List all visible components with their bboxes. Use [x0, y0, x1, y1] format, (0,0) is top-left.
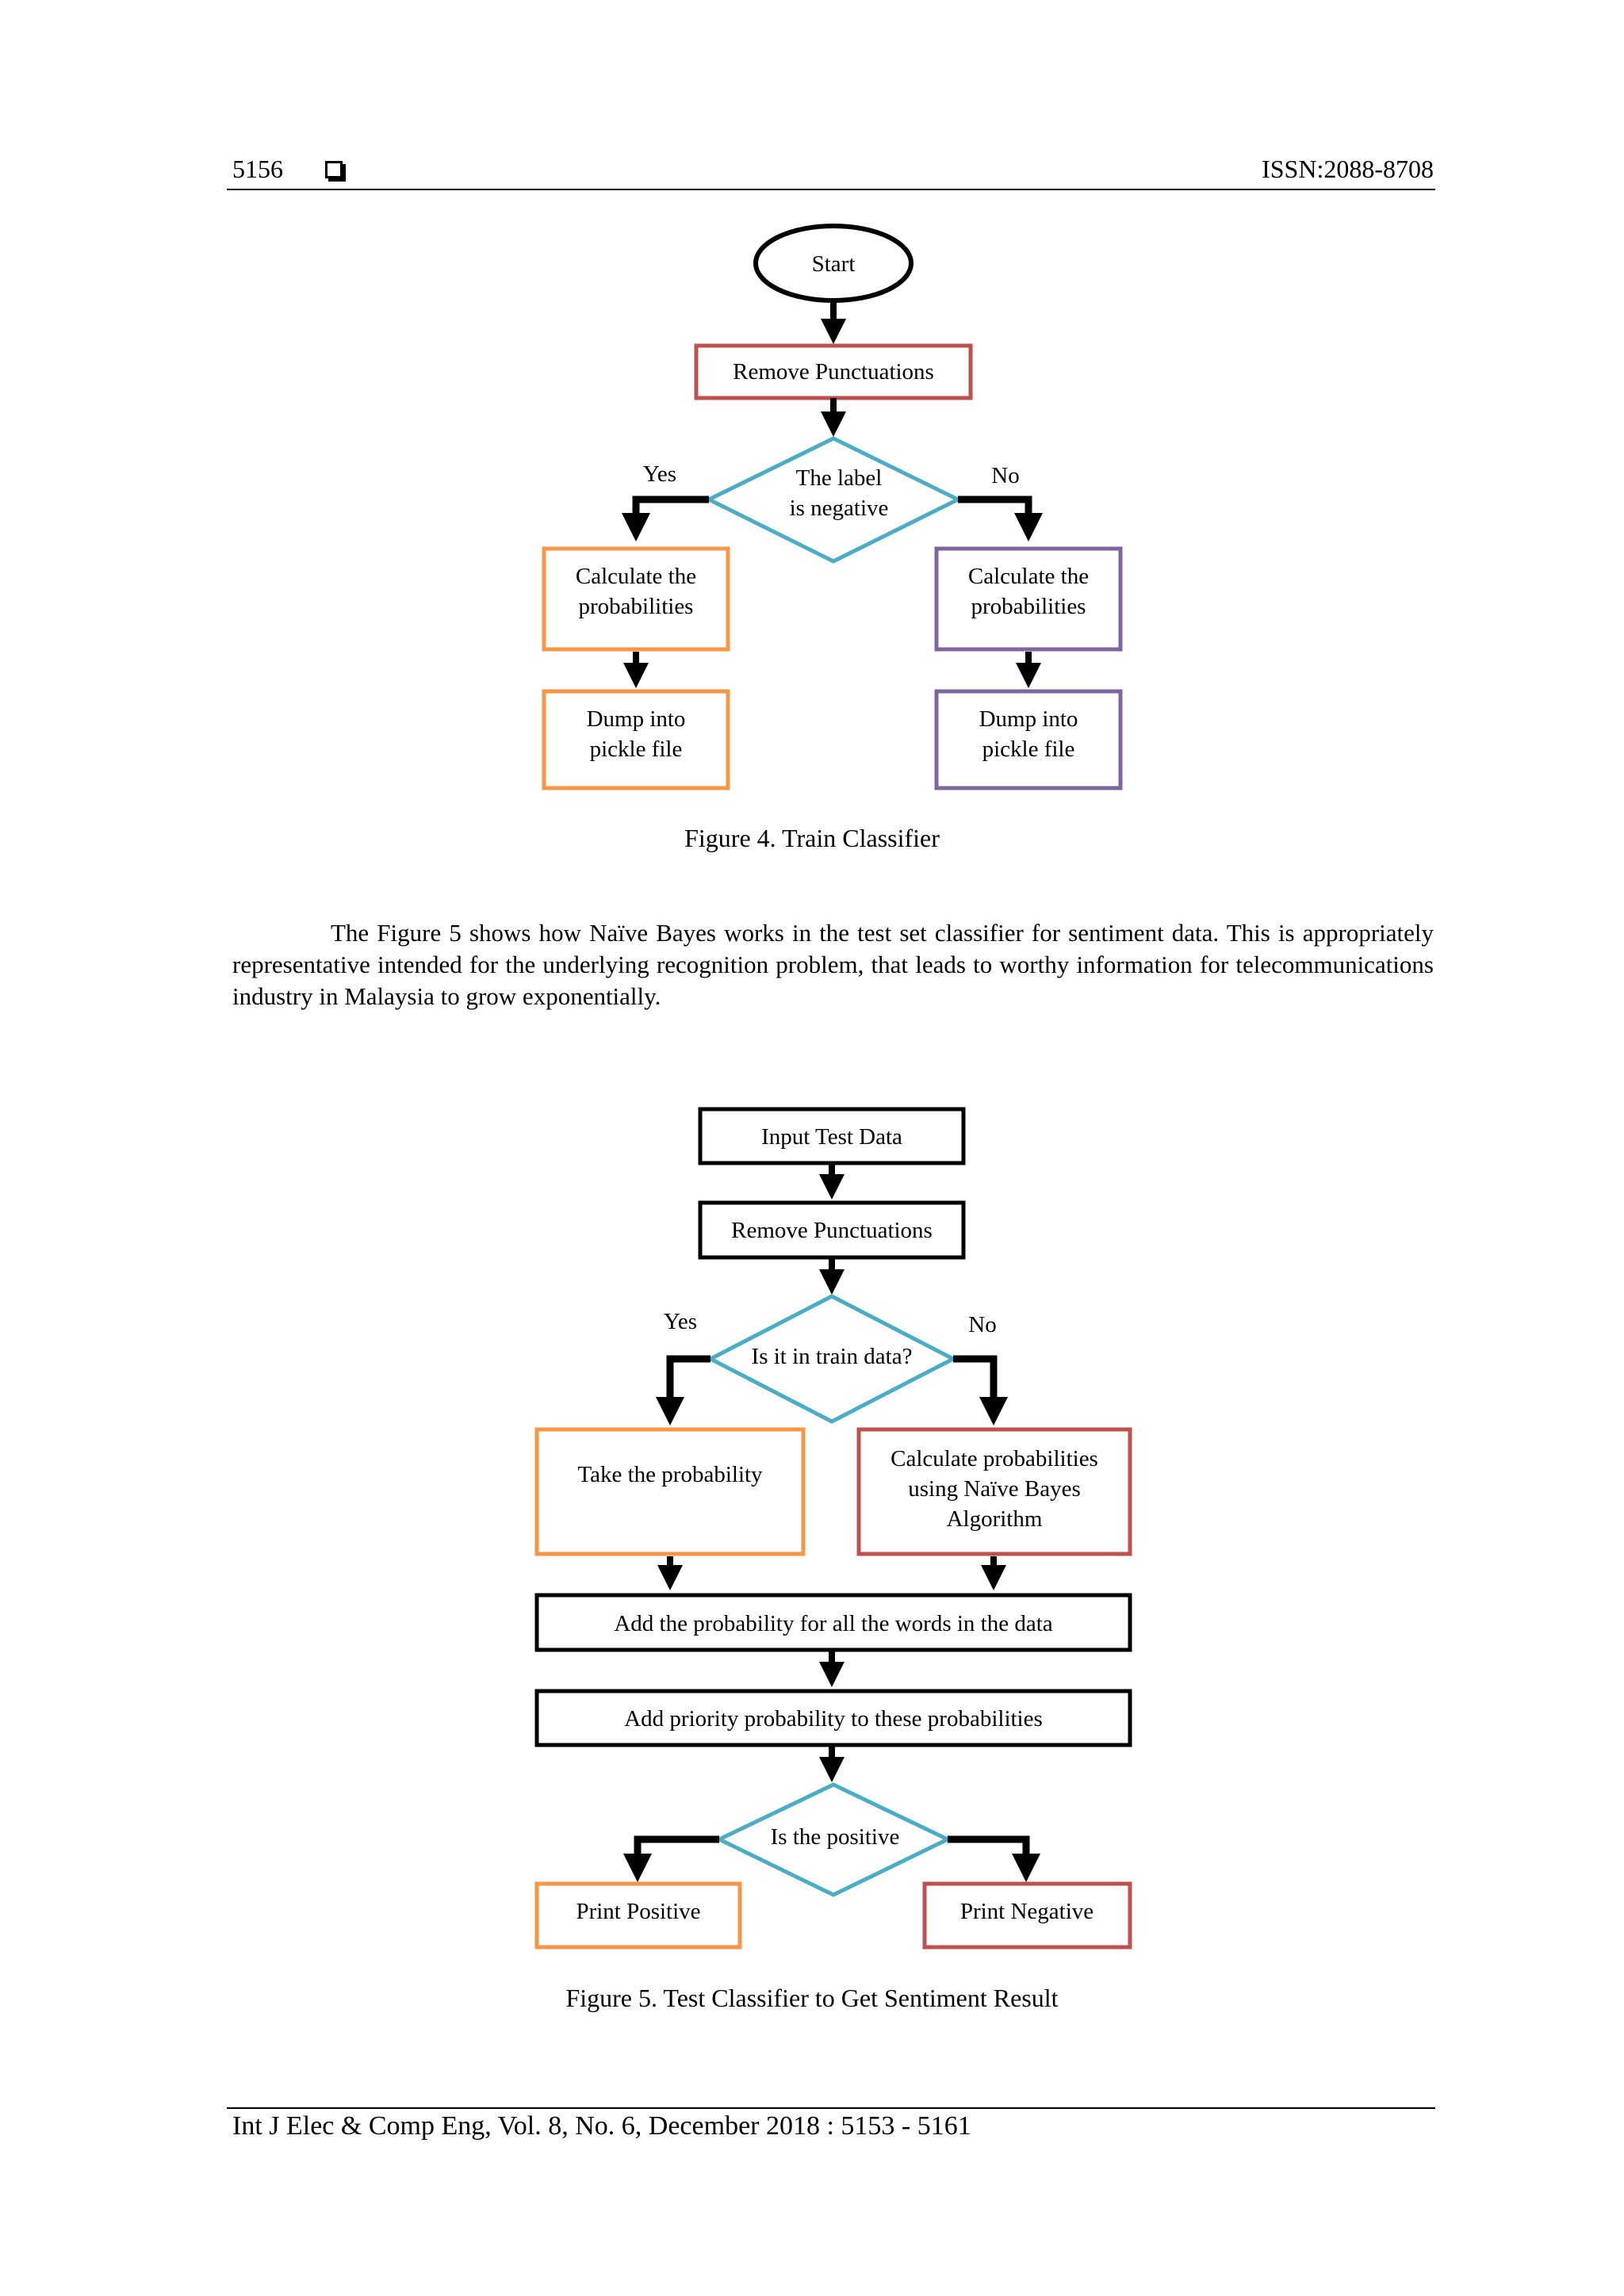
- calc-left-line1: Calculate the: [576, 564, 696, 589]
- add-all-words-box: [534, 1593, 1132, 1652]
- calc-naive-bayes-line1: Calculate probabilities: [891, 1446, 1098, 1471]
- print-negative-box: [922, 1881, 1132, 1950]
- dump-right-box: [934, 689, 1123, 790]
- dump-left-box: [542, 689, 730, 790]
- print-positive-box: [534, 1881, 742, 1950]
- arrow: [953, 1355, 1008, 1425]
- calc-naive-bayes-line3: Algorithm: [947, 1506, 1043, 1532]
- calc-right-line1: Calculate the: [968, 564, 1089, 589]
- header-rule: [227, 189, 1435, 190]
- take-probability-label: Take the probability: [577, 1462, 763, 1487]
- decision-label-line2: is negative: [790, 496, 889, 521]
- train-data-decision-label: Is it in train data?: [752, 1344, 913, 1369]
- print-positive-label: Print Positive: [576, 1899, 700, 1924]
- remove-punctuations-box-2: [698, 1200, 966, 1260]
- add-priority-label: Add priority probability to these probab…: [624, 1706, 1043, 1732]
- calc-naive-bayes-box: [856, 1427, 1132, 1556]
- arrow: [948, 1835, 1040, 1882]
- arrow: [623, 1835, 719, 1882]
- body-paragraph: The Figure 5 shows how Naïve Bayes works…: [232, 919, 1434, 1010]
- issn: ISSN:2088-8708: [1262, 155, 1434, 183]
- positive-decision-diamond: [714, 1782, 952, 1897]
- calc-right-box: [934, 546, 1123, 652]
- arrow: [958, 496, 1043, 541]
- decision-label-line1: The label: [796, 465, 883, 491]
- no-label-2: No: [968, 1312, 996, 1337]
- remove-punctuations-label: Remove Punctuations: [733, 359, 934, 385]
- input-test-data-box: [698, 1107, 966, 1165]
- figure4-caption: Figure 4. Train Classifier: [684, 824, 940, 852]
- yes-label: Yes: [643, 461, 676, 487]
- start-node: [753, 224, 914, 303]
- footer-citation: Int J Elec & Comp Eng, Vol. 8, No. 6, De…: [232, 2111, 971, 2141]
- print-negative-label: Print Negative: [960, 1899, 1094, 1924]
- calc-left-box: [542, 546, 730, 652]
- square-bullet-icon: [325, 161, 346, 182]
- calc-left-line2: probabilities: [579, 594, 694, 619]
- calc-naive-bayes-line2: using Naïve Bayes: [908, 1476, 1080, 1502]
- page-number: 5156: [232, 155, 283, 183]
- calc-right-line2: probabilities: [971, 594, 1086, 619]
- train-data-decision-diamond: [706, 1294, 958, 1424]
- figure5-diagram: Input Test Data Remove Punctuations Is i…: [534, 1107, 1132, 1950]
- dump-left-line1: Dump into: [587, 706, 686, 732]
- figure4-diagram: Start Remove Punctuations The label is n…: [542, 224, 1123, 790]
- remove-punctuations-label-2: Remove Punctuations: [731, 1218, 933, 1243]
- decision-diamond: [704, 436, 963, 564]
- footer-rule: [227, 2107, 1435, 2109]
- add-all-words-label: Add the probability for all the words in…: [614, 1611, 1052, 1636]
- input-test-data-label: Input Test Data: [761, 1124, 902, 1150]
- yes-label-2: Yes: [664, 1309, 697, 1334]
- arrow: [656, 1355, 710, 1425]
- arrow: [622, 496, 709, 541]
- start-label: Start: [812, 251, 856, 277]
- figure5-caption: Figure 5. Test Classifier to Get Sentime…: [565, 1984, 1059, 2012]
- dump-left-line2: pickle file: [590, 737, 683, 762]
- positive-decision-label: Is the positive: [771, 1824, 900, 1850]
- dump-right-line1: Dump into: [979, 706, 1078, 732]
- dump-right-line2: pickle file: [982, 737, 1075, 762]
- no-label: No: [991, 463, 1019, 488]
- take-probability-box: [534, 1427, 806, 1556]
